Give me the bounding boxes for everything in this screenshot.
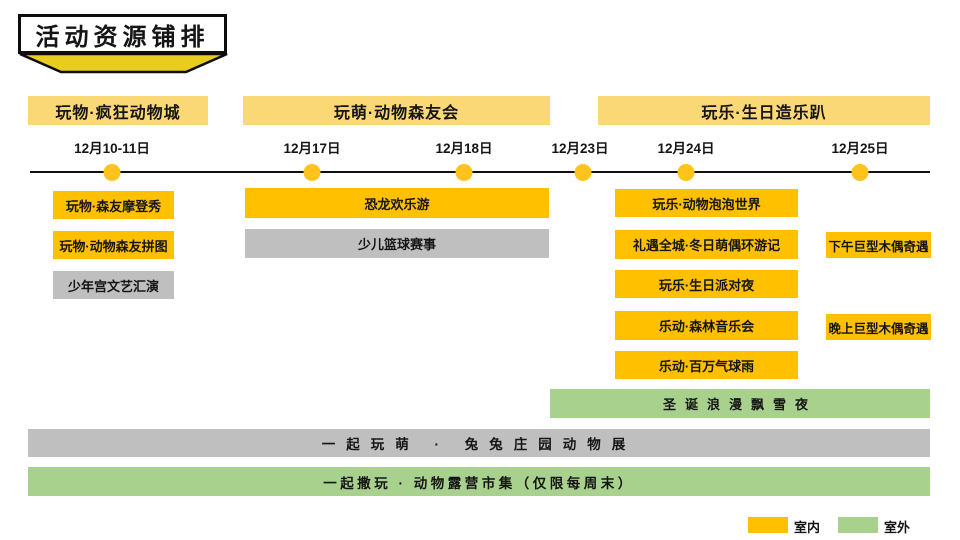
event-bar: 玩乐·生日派对夜 bbox=[615, 270, 798, 298]
timeline-dot bbox=[455, 164, 473, 181]
timeline-dot bbox=[103, 164, 121, 181]
timeline-dot bbox=[677, 164, 695, 181]
event-bar: 乐动·森林音乐会 bbox=[615, 311, 798, 340]
event-bar: 少儿篮球赛事 bbox=[245, 229, 549, 258]
event-bar: 玩乐·动物泡泡世界 bbox=[615, 189, 798, 217]
legend-swatch-outdoor bbox=[838, 517, 878, 533]
date-label-1: 12月17日 bbox=[283, 141, 341, 156]
legend-label-indoor: 室内 bbox=[794, 520, 821, 535]
page-title: 活动资源铺排 bbox=[18, 14, 227, 54]
event-bar: 玩物·森友摩登秀 bbox=[53, 191, 174, 219]
event-bar: 下午巨型木偶奇遇 bbox=[826, 232, 931, 258]
event-bar: 圣诞浪漫飘雪夜 bbox=[550, 389, 930, 418]
event-bar: 礼遇全城·冬日萌偶环游记 bbox=[615, 230, 798, 259]
date-label-4: 12月24日 bbox=[657, 141, 715, 156]
timeline-dot bbox=[303, 164, 321, 181]
timeline-dot bbox=[574, 164, 592, 181]
group-header-3: 玩乐·生日造乐趴 bbox=[598, 96, 930, 125]
group-header-1: 玩物·疯狂动物城 bbox=[28, 96, 208, 125]
event-bar: 一起玩萌 · 兔兔庄园动物展 bbox=[28, 429, 930, 457]
group-header-2: 玩萌·动物森友会 bbox=[243, 96, 550, 125]
event-bar: 少年宫文艺汇演 bbox=[53, 271, 174, 299]
event-bar: 一起撒玩 · 动物露营市集（仅限每周末） bbox=[28, 467, 930, 496]
event-bar: 玩物·动物森友拼图 bbox=[53, 231, 174, 259]
legend-label-outdoor: 室外 bbox=[884, 520, 911, 535]
date-label-5: 12月25日 bbox=[831, 141, 889, 156]
date-label-2: 12月18日 bbox=[435, 141, 493, 156]
event-bar: 晚上巨型木偶奇遇 bbox=[826, 314, 931, 340]
timeline-dot bbox=[851, 164, 869, 181]
title-ribbon-shape bbox=[19, 53, 228, 74]
date-label-3: 12月23日 bbox=[551, 141, 609, 156]
event-bar: 恐龙欢乐游 bbox=[245, 188, 549, 218]
date-label-0: 12月10-11日 bbox=[74, 141, 150, 156]
event-bar: 乐动·百万气球雨 bbox=[615, 351, 798, 379]
legend-swatch-indoor bbox=[748, 517, 788, 533]
timeline-axis bbox=[30, 171, 930, 173]
